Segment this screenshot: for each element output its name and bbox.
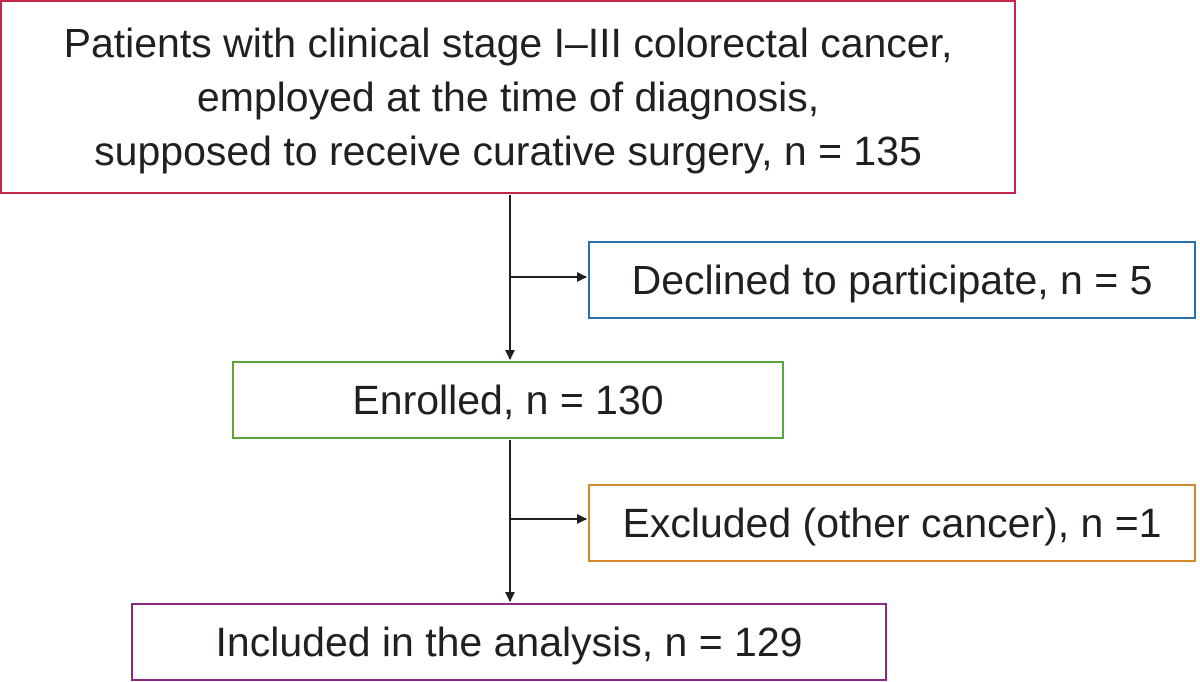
excluded-label: Excluded (other cancer), n =1 — [622, 500, 1162, 546]
screened-line-2: employed at the time of diagnosis, — [196, 74, 820, 120]
included-box: Included in the analysis, n = 129 — [131, 603, 887, 681]
screened-line-3: supposed to receive curative surgery, n … — [94, 128, 922, 174]
screened-line-1: Patients with clinical stage I–III color… — [63, 20, 953, 66]
declined-box: Declined to participate, n = 5 — [588, 241, 1196, 319]
enrolled-label: Enrolled, n = 130 — [352, 377, 664, 423]
screened-patients-text: Patients with clinical stage I–III color… — [64, 16, 953, 178]
declined-label: Declined to participate, n = 5 — [631, 257, 1153, 303]
excluded-box: Excluded (other cancer), n =1 — [588, 484, 1196, 562]
enrolled-box: Enrolled, n = 130 — [232, 361, 784, 439]
included-label: Included in the analysis, n = 129 — [215, 619, 803, 665]
screened-patients-box: Patients with clinical stage I–III color… — [0, 0, 1016, 194]
